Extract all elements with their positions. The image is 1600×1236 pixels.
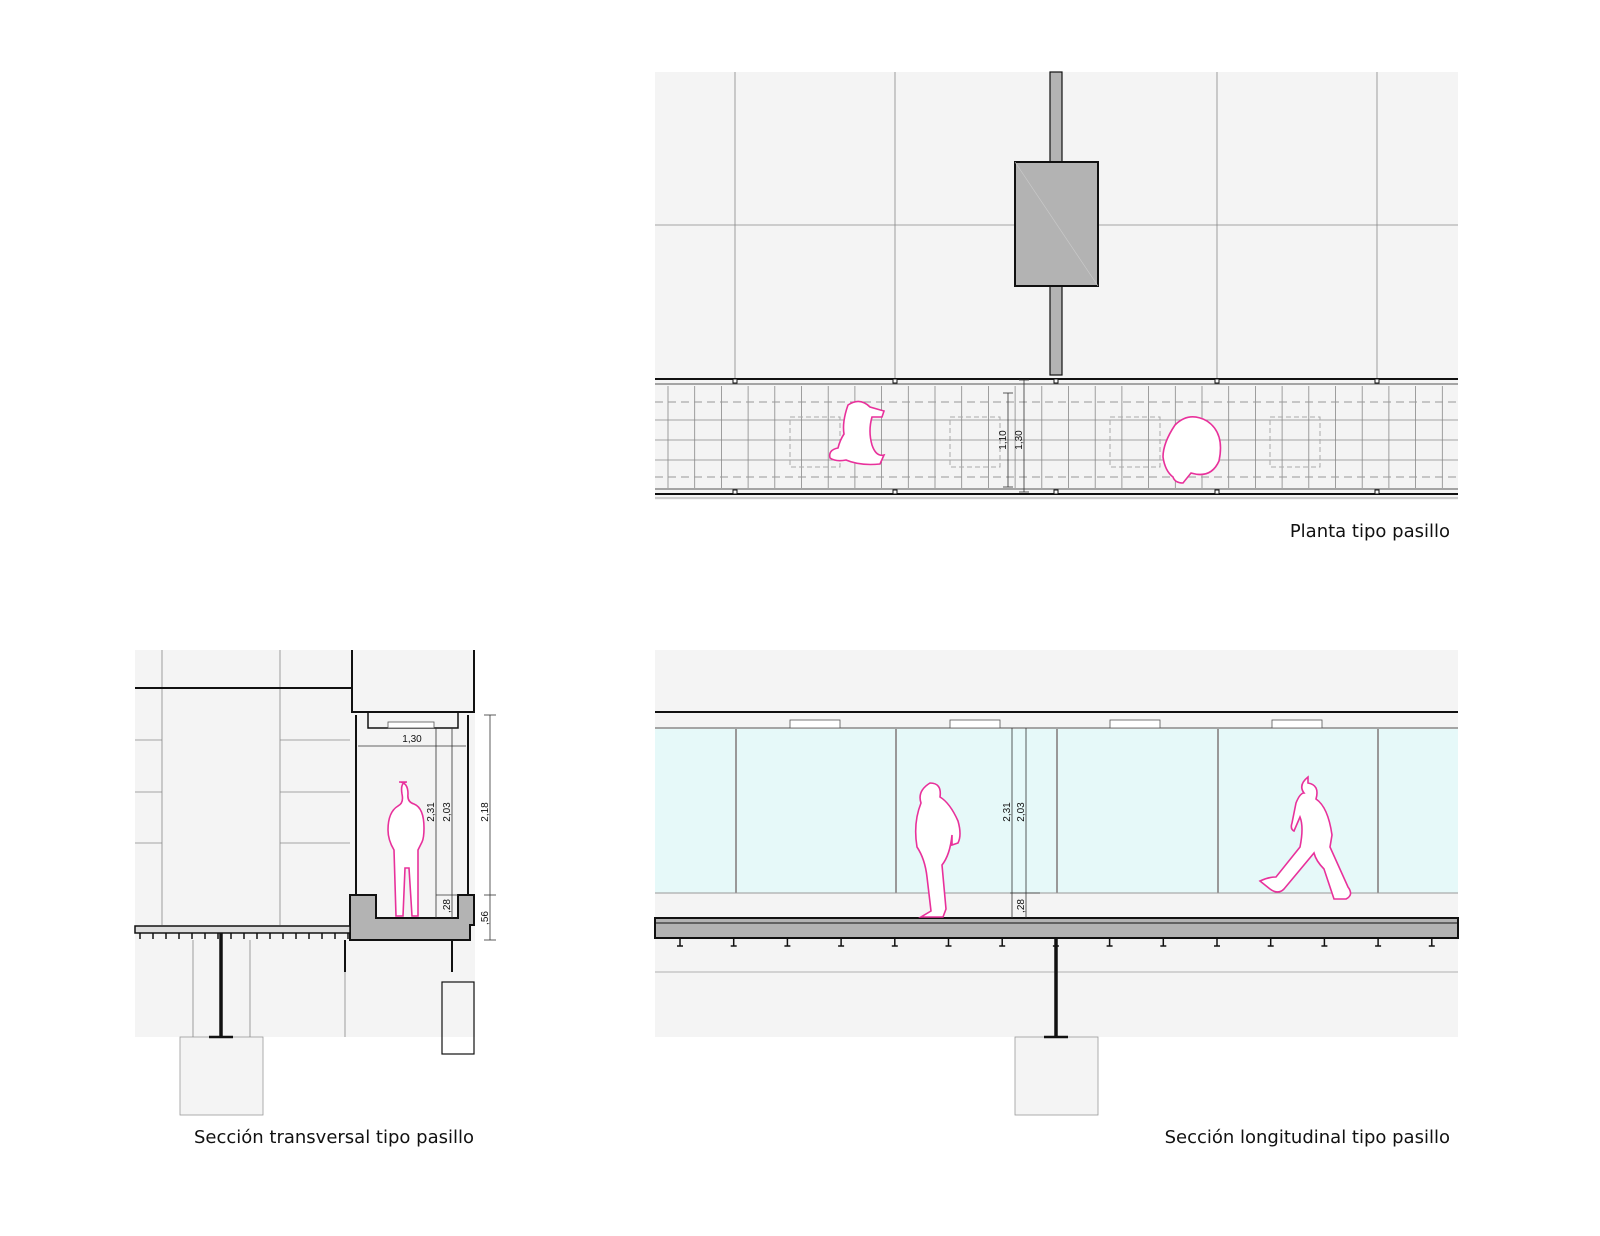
long-slab <box>654 917 1459 939</box>
long-dim-h1: 2,31 <box>1002 802 1013 822</box>
dim-floor: ,28 <box>442 899 453 913</box>
dim-slab: ,56 <box>480 911 491 925</box>
long-section-caption: Sección longitudinal tipo pasillo <box>1165 1127 1450 1148</box>
cross-section-caption: Sección transversal tipo pasillo <box>194 1127 474 1148</box>
dim-h3: 2,18 <box>480 802 491 822</box>
dim-1-10: 1,10 <box>998 430 1009 450</box>
dim-width: 1,30 <box>402 734 422 745</box>
cross-section-view: 1,30 2,31 2,03 2,18 ,28 ,56 Sección tran… <box>134 650 496 1148</box>
plan-view: 1,10 1,30 Planta tipo pasillo <box>655 71 1458 542</box>
person-cross <box>387 781 425 917</box>
dim-h2: 2,03 <box>442 802 453 822</box>
plan-caption: Planta tipo pasillo <box>1290 521 1450 542</box>
long-dim-h2: 2,03 <box>1016 802 1027 822</box>
person-long-2 <box>1258 775 1352 900</box>
person-plan-2 <box>1162 416 1222 484</box>
corridor-plan: 1,10 1,30 <box>655 378 1458 499</box>
dim-1-30: 1,30 <box>1014 430 1025 450</box>
person-long-1 <box>914 782 961 918</box>
longitudinal-section-view: 2,31 2,03 ,28 Sección longitudinal tipo … <box>654 650 1459 1148</box>
dim-h1: 2,31 <box>426 802 437 822</box>
long-dim-floor: ,28 <box>1016 899 1027 913</box>
cross-slab <box>349 894 475 941</box>
person-plan-1 <box>828 400 886 466</box>
